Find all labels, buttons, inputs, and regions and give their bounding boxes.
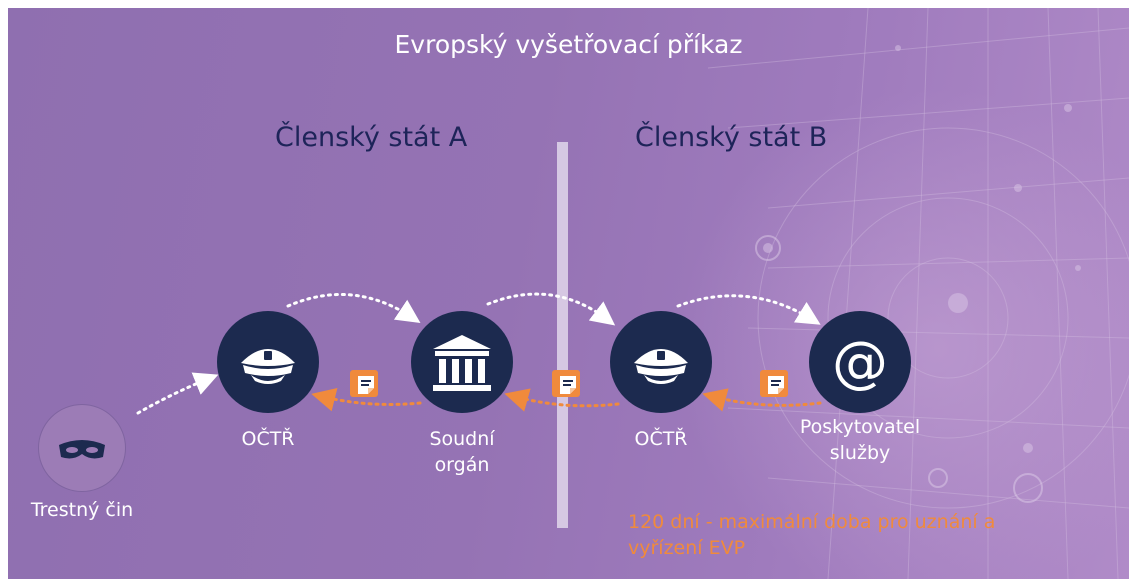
arrow-crime-to-police-a	[136, 372, 219, 415]
member-state-a-label: Členský stát A	[275, 122, 468, 153]
court-label-line2: orgán	[434, 454, 490, 476]
flow-arrows	[136, 292, 822, 415]
court-label-line1: Soudní	[429, 428, 495, 450]
document-icon	[760, 370, 788, 397]
state-divider	[557, 142, 568, 528]
provider-label: Poskytovatel služby	[790, 414, 930, 466]
police-cap-icon	[634, 349, 688, 384]
crime-node	[38, 404, 126, 492]
court-node	[411, 311, 513, 413]
document-icon	[552, 370, 580, 397]
svg-text:@: @	[832, 330, 888, 395]
police-a-label: OČTŘ	[241, 428, 295, 450]
document-icon	[350, 370, 378, 397]
arrow-police-b-to-provider	[676, 294, 821, 325]
deadline-note: 120 dní - maximální doba pro uznání a vy…	[628, 511, 996, 559]
at-sign-icon: @	[832, 330, 888, 395]
police-cap-icon	[241, 349, 295, 384]
police-a-node	[217, 311, 319, 413]
crime-label: Trestný čin	[30, 499, 134, 521]
return-arrow-court-to-police-a	[311, 387, 422, 412]
courthouse-icon	[433, 335, 491, 391]
court-label: Soudní orgán	[402, 426, 522, 478]
police-b-label: OČTŘ	[634, 428, 688, 450]
provider-label-line1: Poskytovatel	[799, 416, 921, 438]
provider-node: @	[809, 311, 911, 413]
arrow-court-to-police-b	[486, 292, 616, 326]
police-b-node	[610, 311, 712, 413]
diagram-panel: Evropský vyšetřovací příkaz Členský stát…	[8, 8, 1129, 579]
mask-icon	[59, 440, 105, 459]
diagram-title: Evropský vyšetřovací příkaz	[394, 30, 743, 59]
return-arrow-provider-to-police-b	[702, 388, 822, 412]
provider-label-line2: služby	[829, 442, 891, 464]
member-state-b-label: Členský stát B	[635, 122, 828, 153]
arrow-police-a-to-court	[286, 292, 421, 323]
background-network-art	[678, 8, 1129, 579]
